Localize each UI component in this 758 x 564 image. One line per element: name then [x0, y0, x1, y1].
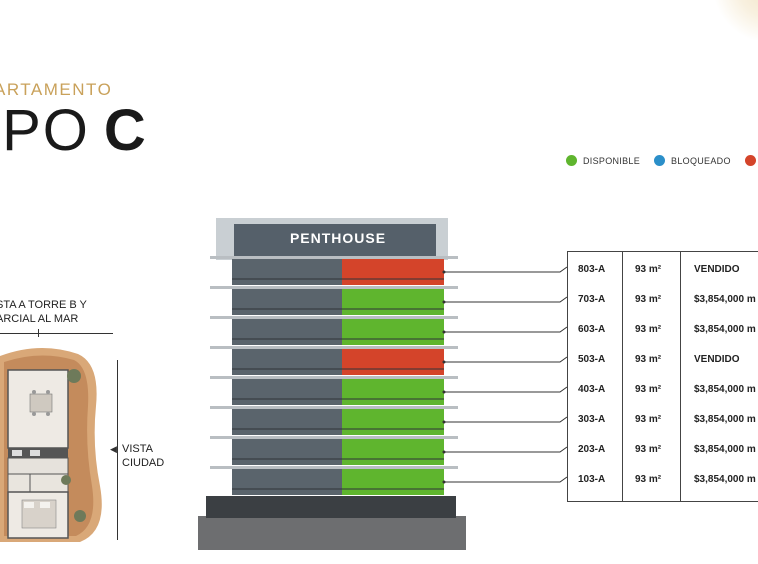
- floor-plan-image: [0, 347, 102, 542]
- balcony-rail: [232, 458, 444, 460]
- status-legend: DISPONIBLE BLOQUEADO: [566, 155, 758, 166]
- unit-status: $3,854,000 m: [694, 324, 756, 335]
- balcony-rail: [232, 398, 444, 400]
- view-sea-line1: STA A TORRE B Y: [0, 299, 87, 311]
- unit-status: $3,854,000 m: [694, 294, 756, 305]
- legend-label-blocked: BLOQUEADO: [671, 155, 731, 166]
- floor-glass: [232, 439, 342, 465]
- penthouse-label: PENTHOUSE: [289, 230, 387, 246]
- column-divider: [622, 252, 623, 501]
- legend-dot-sold: [744, 155, 756, 166]
- ground-floor: [206, 496, 456, 518]
- floor-glass: [232, 259, 342, 285]
- legend-item-blocked: BLOQUEADO: [654, 155, 731, 166]
- unit-status: $3,854,000 m: [694, 414, 756, 425]
- unit-area: 93 m²: [635, 264, 662, 275]
- unit-number: 203-A: [578, 444, 606, 455]
- unit-number: 503-A: [578, 354, 606, 365]
- unit-area: 93 m²: [635, 474, 662, 485]
- unit-number: 103-A: [578, 474, 606, 485]
- unit-number: 303-A: [578, 414, 606, 425]
- unit-highlight-703-A[interactable]: [342, 289, 444, 315]
- page-title: IPOC: [0, 100, 148, 162]
- corner-decoration: [708, 0, 758, 40]
- unit-area: 93 m²: [635, 294, 662, 305]
- view-sea-line2: ARCIAL AL MAR: [0, 313, 79, 325]
- floor-slab: [210, 256, 458, 259]
- table-row[interactable]: 803-A 93 m² VENDIDO: [568, 253, 758, 283]
- balcony-rail: [232, 338, 444, 340]
- view-sea-indicator: [0, 329, 113, 337]
- title-letter: C: [103, 98, 148, 163]
- floor-slab: [210, 346, 458, 349]
- view-label-city: VISTA CIUDAD: [122, 442, 164, 470]
- table-row[interactable]: 303-A 93 m² $3,854,000 m: [568, 403, 758, 433]
- table-row[interactable]: 403-A 93 m² $3,854,000 m: [568, 373, 758, 403]
- legend-label-available: DISPONIBLE: [583, 155, 641, 166]
- floor-glass: [232, 469, 342, 495]
- floor-slab: [210, 286, 458, 289]
- balcony-rail: [232, 368, 444, 370]
- unit-status: VENDIDO: [694, 264, 740, 275]
- unit-highlight-103-A[interactable]: [342, 469, 444, 495]
- page-kicker: ARTAMENTO: [0, 80, 113, 99]
- legend-item-sold: [744, 155, 758, 166]
- unit-highlight-303-A[interactable]: [342, 409, 444, 435]
- floor-glass: [232, 379, 342, 405]
- legend-item-available: DISPONIBLE: [566, 155, 640, 166]
- building-elevation: [198, 218, 466, 550]
- unit-area: 93 m²: [635, 444, 662, 455]
- unit-highlight-603-A[interactable]: [342, 319, 444, 345]
- table-row[interactable]: 503-A 93 m² VENDIDO: [568, 343, 758, 373]
- floor-slab: [210, 316, 458, 319]
- balcony-rail: [232, 308, 444, 310]
- unit-area: 93 m²: [635, 354, 662, 365]
- floor-glass: [232, 349, 342, 375]
- unit-number: 603-A: [578, 324, 606, 335]
- unit-number: 403-A: [578, 384, 606, 395]
- floor-slab: [210, 406, 458, 409]
- balcony-rail: [232, 428, 444, 430]
- view-label-sea: STA A TORRE B Y ARCIAL AL MAR: [0, 298, 87, 326]
- floor-glass: [232, 319, 342, 345]
- floor-slab: [210, 436, 458, 439]
- legend-dot-available: [566, 155, 577, 166]
- title-main: IPO: [0, 98, 90, 163]
- floor-slab: [210, 376, 458, 379]
- building-base: [198, 516, 466, 550]
- floor-glass: [232, 289, 342, 315]
- column-divider: [680, 252, 681, 501]
- balcony-rail: [232, 278, 444, 280]
- unit-status: $3,854,000 m: [694, 384, 756, 395]
- unit-highlight-203-A[interactable]: [342, 439, 444, 465]
- table-row[interactable]: 703-A 93 m² $3,854,000 m: [568, 283, 758, 313]
- unit-area: 93 m²: [635, 384, 662, 395]
- floor-slab: [210, 466, 458, 469]
- table-row[interactable]: 603-A 93 m² $3,854,000 m: [568, 313, 758, 343]
- arrow-left-icon: ◀: [110, 444, 117, 454]
- unit-area: 93 m²: [635, 324, 662, 335]
- unit-number: 803-A: [578, 264, 606, 275]
- view-city-line2: CIUDAD: [122, 457, 165, 469]
- legend-dot-blocked: [654, 155, 666, 166]
- unit-highlight-503-A[interactable]: [342, 349, 444, 375]
- unit-highlight-803-A[interactable]: [342, 259, 444, 285]
- unit-area: 93 m²: [635, 414, 662, 425]
- penthouse-glass: [234, 224, 436, 256]
- view-city-indicator: [117, 360, 118, 540]
- view-city-line1: VISTA: [122, 443, 153, 455]
- table-row[interactable]: 203-A 93 m² $3,854,000 m: [568, 433, 758, 463]
- unit-status: VENDIDO: [694, 354, 740, 365]
- table-row[interactable]: 103-A 93 m² $3,854,000 m: [568, 463, 758, 493]
- unit-highlight-403-A[interactable]: [342, 379, 444, 405]
- unit-number: 703-A: [578, 294, 606, 305]
- floor-glass: [232, 409, 342, 435]
- balcony-rail: [232, 488, 444, 490]
- unit-status: $3,854,000 m: [694, 474, 756, 485]
- unit-status: $3,854,000 m: [694, 444, 756, 455]
